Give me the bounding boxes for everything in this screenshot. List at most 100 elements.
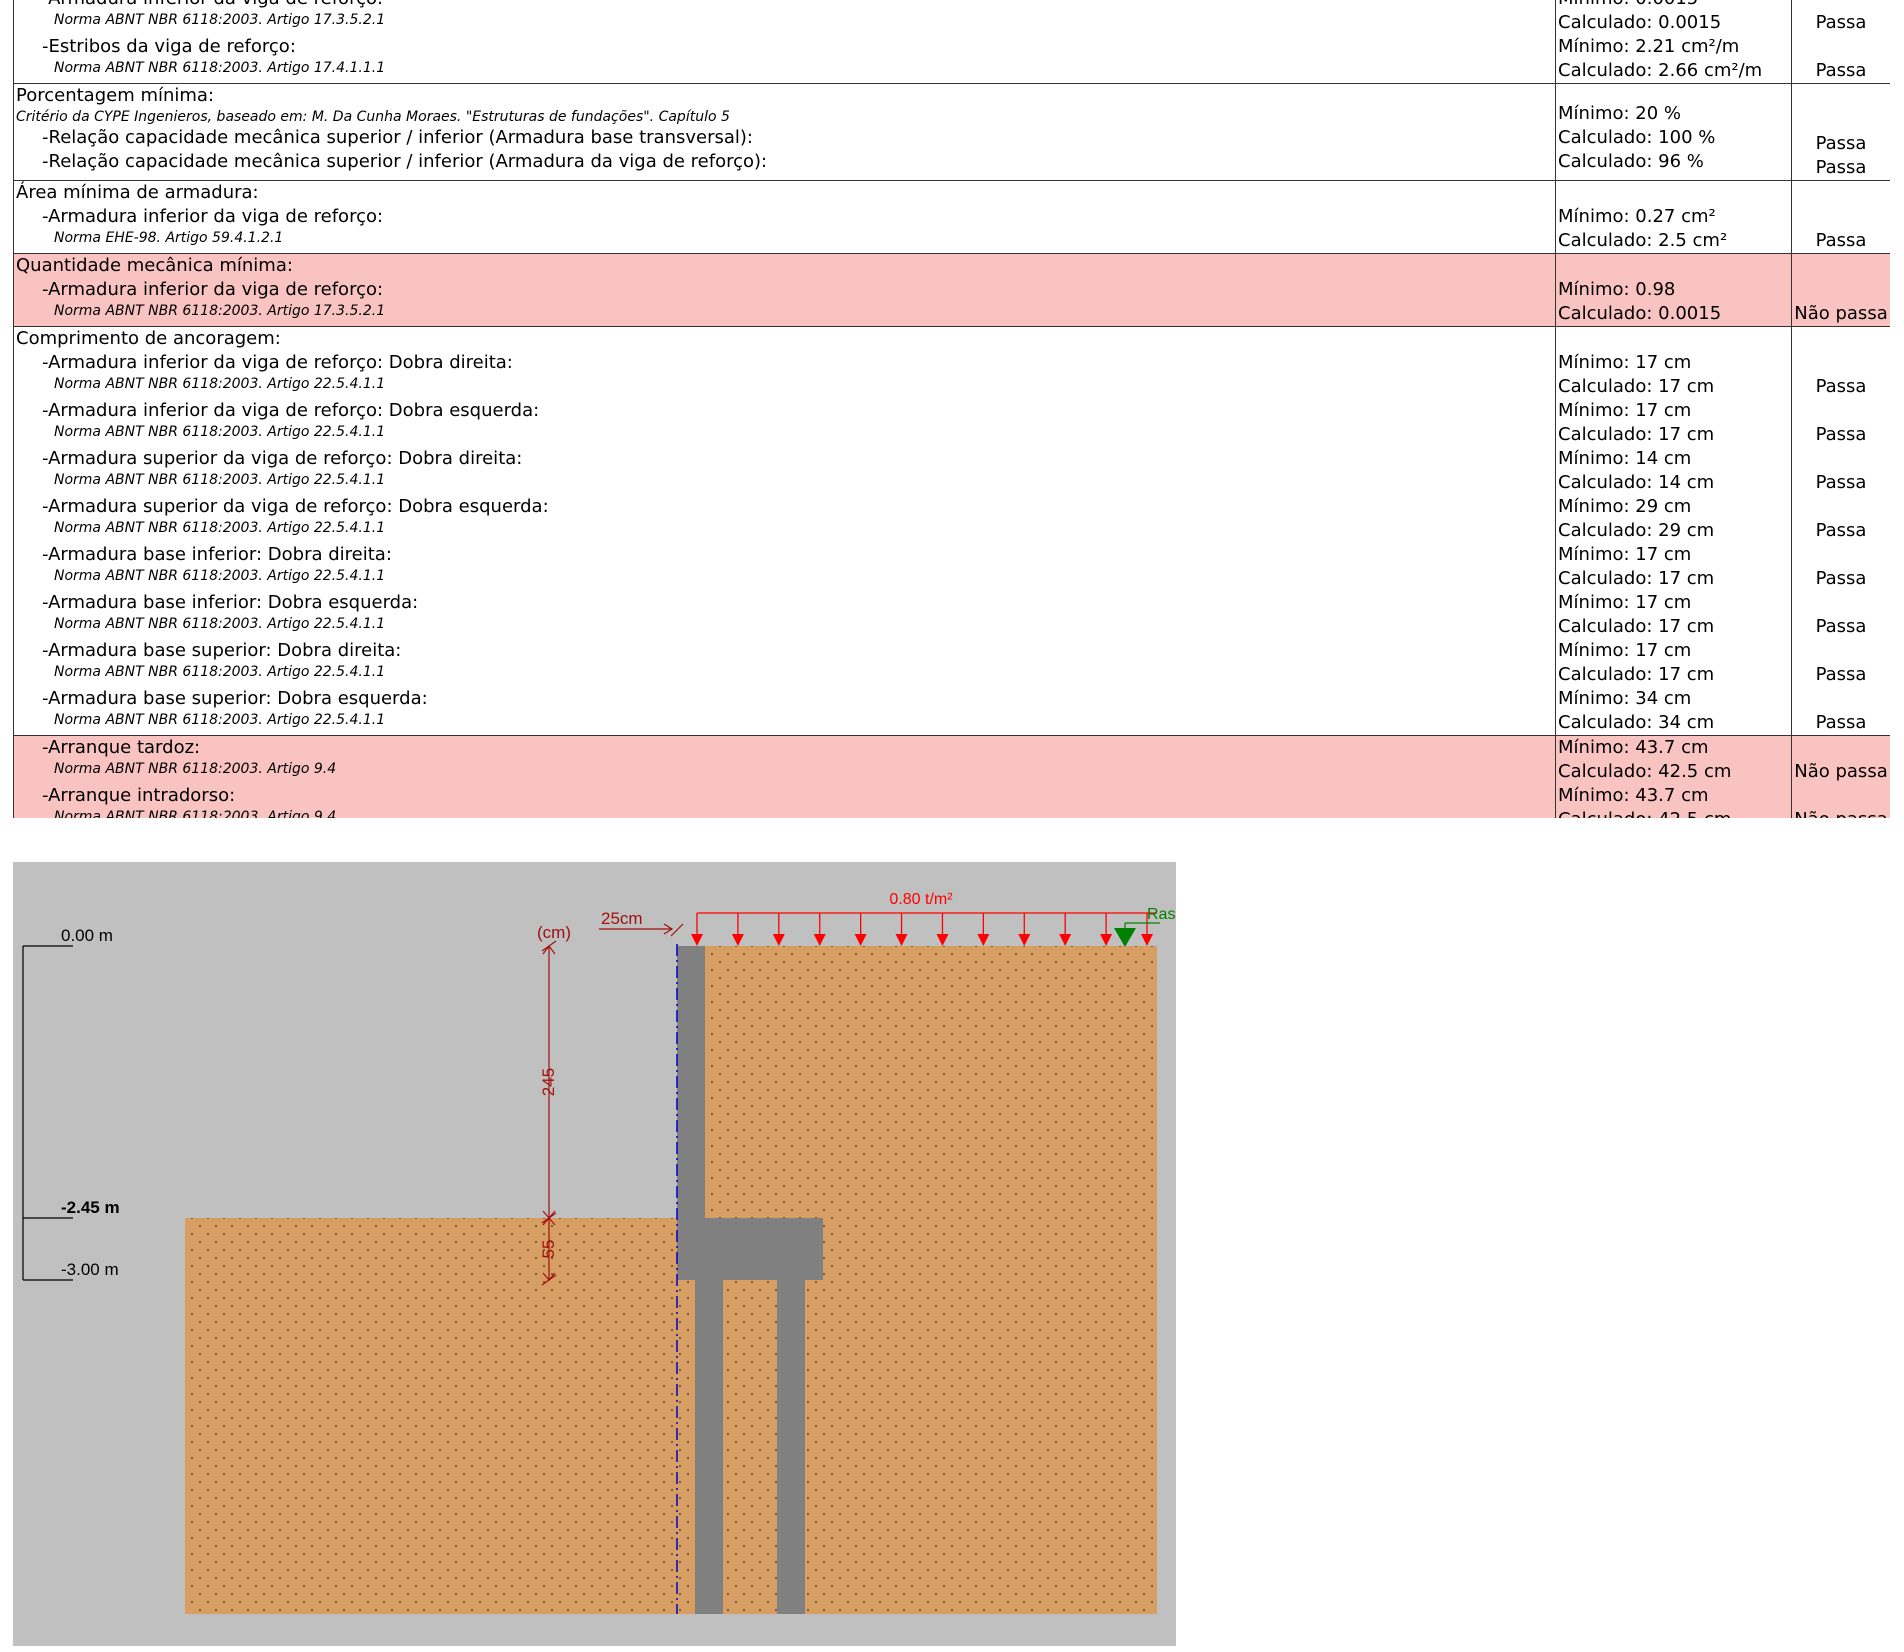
description-cell: Área mínima de armadura:-Armadura inferi… bbox=[13, 180, 1556, 254]
minimum-value: Mínimo: 17 cm bbox=[1558, 592, 1692, 613]
calculated-value: Calculado: 17 cm bbox=[1558, 376, 1715, 397]
check-label: -Armadura superior da viga de reforço: D… bbox=[42, 448, 523, 469]
group-header: Porcentagem mínima: bbox=[16, 85, 215, 106]
load-arrow-head bbox=[936, 934, 949, 946]
verification-report: -Armadura inferior da viga de reforço: No… bbox=[13, 0, 1890, 818]
check-result: Passa bbox=[1815, 712, 1867, 733]
check-reference: Norma ABNT NBR 6118:2003. Artigo 22.5.4.… bbox=[54, 664, 386, 680]
minimum-value: Mínimo: 43.7 cm bbox=[1558, 737, 1709, 758]
check-reference: Norma ABNT NBR 6118:2003. Artigo 22.5.4.… bbox=[54, 616, 386, 632]
calculated-value: Calculado: 42.5 cm bbox=[1556, 808, 1791, 818]
check-item: -Armadura inferior da viga de reforço:No… bbox=[14, 205, 1555, 253]
minimum-value: Mínimo: 17 cm bbox=[1558, 640, 1692, 661]
level-scale bbox=[22, 945, 73, 1281]
level-bottom-label: -3.00 m bbox=[61, 1260, 119, 1279]
check-label: -Armadura inferior da viga de reforço: D… bbox=[42, 400, 540, 421]
check-result: Passa bbox=[1815, 568, 1867, 589]
calculated-value: Calculado: 17 cm bbox=[1558, 664, 1715, 685]
wall-thickness-label: 25cm bbox=[601, 909, 643, 928]
check-item: -Armadura superior da viga de reforço: D… bbox=[14, 495, 1555, 543]
grade-level-marker bbox=[1114, 928, 1136, 947]
minimum-value: Mínimo: 2.21 cm²/m bbox=[1558, 36, 1740, 57]
retaining-wall bbox=[677, 946, 823, 1614]
footing-cap bbox=[677, 1218, 823, 1280]
check-reference: Norma ABNT NBR 6118:2003. Artigo 17.3.5.… bbox=[54, 303, 386, 319]
check-result: Passa bbox=[1815, 664, 1867, 685]
minimum-value: Mínimo: 0.0015 bbox=[1556, 0, 1791, 11]
check-item: -Armadura inferior da viga de reforço: D… bbox=[14, 399, 1555, 447]
check-reference: Norma ABNT NBR 6118:2003. Artigo 22.5.4.… bbox=[54, 568, 386, 584]
check-result: Passa bbox=[1815, 60, 1867, 81]
check-result: Passa bbox=[1815, 520, 1867, 541]
check-label: -Arranque tardoz: bbox=[42, 737, 201, 758]
calculated-value: Calculado: 2.66 cm²/m bbox=[1558, 60, 1763, 81]
minimum-value: Mínimo: 17 cm bbox=[1558, 544, 1692, 565]
check-result: Passa bbox=[1815, 133, 1867, 154]
minimum-value: Mínimo: 20 % bbox=[1558, 103, 1682, 124]
surface-load bbox=[691, 912, 1157, 946]
minimum-value: Mínimo: 34 cm bbox=[1558, 688, 1692, 709]
calculated-value: Calculado: 29 cm bbox=[1558, 520, 1715, 541]
check-item: -Armadura superior da viga de reforço: D… bbox=[14, 447, 1555, 495]
check-reference: Norma ABNT NBR 6118:2003. Artigo 9.4 bbox=[54, 809, 337, 818]
calculated-value: Calculado: 17 cm bbox=[1558, 616, 1715, 637]
calculated-value: Calculado: 2.5 cm² bbox=[1558, 230, 1728, 251]
check-item: -Armadura inferior da viga de reforço: D… bbox=[14, 351, 1555, 399]
load-arrow-head bbox=[1100, 934, 1113, 946]
check-result: Passa bbox=[1815, 472, 1867, 493]
minimum-value: Mínimo: 0.98 bbox=[1558, 279, 1676, 300]
load-arrow-head bbox=[895, 934, 908, 946]
check-group: Área mínima de armadura:-Armadura inferi… bbox=[13, 180, 1890, 254]
check-reference: Norma EHE-98. Artigo 59.4.1.2.1 bbox=[54, 230, 284, 246]
check-label: -Armadura inferior da viga de reforço: bbox=[14, 0, 1555, 11]
check-group: Porcentagem mínima:Critério da CYPE Inge… bbox=[13, 83, 1890, 181]
value-cell: Mínimo: 17 cm Calculado: 17 cm Mínimo: 17 … bbox=[1555, 326, 1792, 736]
section-svg: 0.00 m -2.45 m -3.00 m 245 55 (cm) 25cm … bbox=[13, 862, 1176, 1646]
check-label: -Estribos da viga de reforço: bbox=[42, 36, 296, 57]
footing-height-dimension: 55 bbox=[539, 1240, 558, 1259]
description-cell: -Armadura inferior da viga de reforço: No… bbox=[13, 0, 1556, 84]
minimum-value: Mínimo: 29 cm bbox=[1558, 496, 1692, 517]
calculated-value: Calculado: 14 cm bbox=[1558, 472, 1715, 493]
minimum-value: Mínimo: 17 cm bbox=[1558, 352, 1692, 373]
check-reference: Norma ABNT NBR 6118:2003. Artigo 22.5.4.… bbox=[54, 424, 386, 440]
check-result: Passa bbox=[1815, 12, 1867, 33]
calculated-value: Calculado: 0.0015 bbox=[1558, 303, 1722, 324]
check-label: -Armadura base inferior: Dobra direita: bbox=[42, 544, 392, 565]
check-item: -Armadura base superior: Dobra esquerda:… bbox=[14, 687, 1555, 735]
check-label: -Armadura inferior da viga de reforço: bbox=[42, 279, 384, 300]
load-arrow-head bbox=[772, 934, 785, 946]
wall-stem bbox=[677, 946, 705, 1218]
value-cell: Mínimo: 43.7 cm Calculado: 42.5 cm Mínimo:… bbox=[1555, 735, 1792, 818]
check-item: -Arranque tardoz:Norma ABNT NBR 6118:200… bbox=[14, 736, 1555, 784]
load-arrow-head bbox=[1059, 934, 1072, 946]
check-label: -Armadura inferior da viga de reforço: D… bbox=[42, 352, 513, 373]
minimum-value: Mínimo: 43.7 cm bbox=[1558, 785, 1709, 806]
wall-section-drawing: 0.00 m -2.45 m -3.00 m 245 55 (cm) 25cm … bbox=[13, 862, 1176, 1646]
result-cell: Passa bbox=[1791, 180, 1890, 254]
check-label: -Relação capacidade mecânica superior / … bbox=[42, 127, 753, 148]
check-item: -Armadura inferior da viga de reforço: No… bbox=[14, 278, 1555, 326]
check-reference: Norma ABNT NBR 6118:2003. Artigo 22.5.4.… bbox=[54, 472, 386, 488]
check-label: -Arranque intradorso: bbox=[42, 785, 236, 806]
check-item: -Armadura base superior: Dobra direita: N… bbox=[14, 639, 1555, 687]
check-reference: Norma ABNT NBR 6118:2003. Artigo 22.5.4.… bbox=[54, 376, 386, 392]
level-top-label: 0.00 m bbox=[61, 926, 113, 945]
load-arrow-head bbox=[731, 934, 744, 946]
vertical-dimensions bbox=[541, 940, 557, 1286]
check-label: -Relação capacidade mecânica superior / … bbox=[42, 151, 768, 172]
group-header: Área mínima de armadura: bbox=[16, 182, 259, 203]
pile-left bbox=[695, 1280, 723, 1614]
calculated-value: Calculado: 17 cm bbox=[1558, 568, 1715, 589]
minimum-value: Mínimo: 14 cm bbox=[1558, 448, 1692, 469]
check-reference: Norma ABNT NBR 6118:2003. Artigo 17.4.1.… bbox=[54, 60, 386, 76]
check-group: -Arranque tardoz: Norma ABNT NBR 6118:200… bbox=[13, 735, 1890, 818]
check-label: -Armadura base superior: Dobra direita: bbox=[42, 640, 402, 661]
check-result: Não passa bbox=[1794, 808, 1887, 818]
verification-table: -Armadura inferior da viga de reforço: No… bbox=[13, 0, 1890, 818]
description-cell: -Arranque tardoz: Norma ABNT NBR 6118:200… bbox=[13, 735, 1556, 818]
